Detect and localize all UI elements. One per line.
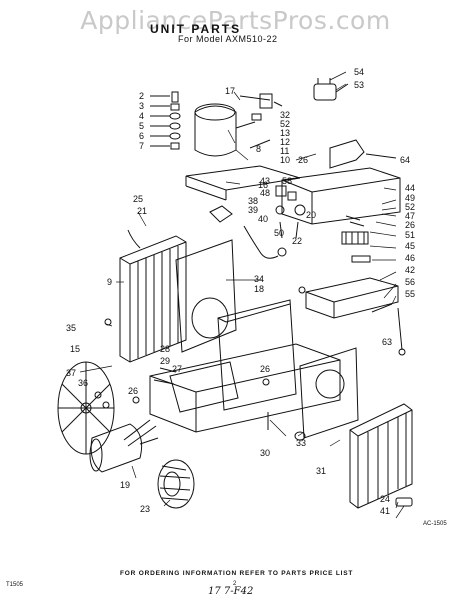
part-label-23: 23 xyxy=(140,504,150,514)
control-box xyxy=(281,167,401,225)
part-label-43: 43 xyxy=(260,176,270,186)
condenser-coil xyxy=(119,229,187,363)
watermark: AppliancePartsPros.com xyxy=(80,6,391,35)
drawing-ref-code: AC-1505 xyxy=(423,521,447,527)
part-label-16: 16 xyxy=(258,180,268,190)
fan-shroud xyxy=(175,239,237,353)
left-code: T1505 xyxy=(6,582,24,588)
part-label-29: 29 xyxy=(160,356,170,366)
part-label-27: 27 xyxy=(172,364,182,374)
evaporator-coil xyxy=(349,403,413,509)
ordering-note: FOR ORDERING INFORMATION REFER TO PARTS … xyxy=(120,570,354,577)
part-label-56: 56 xyxy=(405,277,415,287)
part-label-21: 21 xyxy=(137,206,147,216)
drain-parts xyxy=(371,303,406,356)
misc-hardware xyxy=(94,286,306,441)
part-label-42: 42 xyxy=(405,265,415,275)
upper-tray xyxy=(185,165,301,201)
fastener-stack xyxy=(150,91,181,150)
partition-panel xyxy=(217,299,297,411)
part-label-52: 52 xyxy=(280,119,290,129)
part-label-24: 24 xyxy=(380,494,390,504)
part-label-53: 53 xyxy=(354,80,364,90)
drip-tray xyxy=(305,277,399,319)
thermostat xyxy=(209,205,279,259)
part-label-50: 50 xyxy=(274,228,284,238)
part-label-18: 18 xyxy=(254,284,264,294)
capacitor xyxy=(313,78,349,101)
part-label-2: 2 xyxy=(139,91,144,101)
part-label-64: 64 xyxy=(400,155,410,165)
part-label-49: 49 xyxy=(405,193,415,203)
part-label-26b: 26 xyxy=(405,220,415,230)
part-label-26: 26 xyxy=(298,155,308,165)
part-label-55: 55 xyxy=(405,289,415,299)
part-label-31: 31 xyxy=(316,466,326,476)
part-label-48: 48 xyxy=(260,188,270,198)
part-label-63: 63 xyxy=(382,337,392,347)
leader-lines xyxy=(79,71,405,519)
evaporator-panel xyxy=(299,347,359,439)
part-label-34: 34 xyxy=(254,274,264,284)
terminal-block xyxy=(341,215,371,263)
part-label-38: 38 xyxy=(248,196,258,206)
part-label-30: 30 xyxy=(260,448,270,458)
part-label-35: 35 xyxy=(66,323,76,333)
bracket xyxy=(329,139,397,169)
part-label-3: 3 xyxy=(139,101,144,111)
part-label-17: 17 xyxy=(225,86,235,96)
part-label-9: 9 xyxy=(107,277,112,287)
part-label-54: 54 xyxy=(354,67,364,77)
part-label-5: 5 xyxy=(139,121,144,131)
fan-motor xyxy=(89,419,159,473)
part-label-13: 13 xyxy=(280,128,290,138)
part-label-20: 20 xyxy=(306,210,316,220)
part-label-10: 10 xyxy=(280,155,290,165)
blower-wheel xyxy=(157,459,195,509)
part-number-labels: 2 3 4 5 6 7 17 32 52 13 12 11 10 8 54 53… xyxy=(66,67,415,516)
part-label-22: 22 xyxy=(292,236,302,246)
part-label-28: 28 xyxy=(160,344,170,354)
part-label-41: 41 xyxy=(380,506,390,516)
part-label-19: 19 xyxy=(120,480,130,490)
part-label-25: 25 xyxy=(133,194,143,204)
part-label-40: 40 xyxy=(258,214,268,224)
part-label-52b: 52 xyxy=(405,202,415,212)
part-label-37: 37 xyxy=(66,368,76,378)
part-label-7: 7 xyxy=(139,141,144,151)
part-label-11: 11 xyxy=(280,146,289,156)
fan-blade xyxy=(57,361,115,455)
page-number: 2 xyxy=(233,581,237,587)
part-label-32: 32 xyxy=(280,110,290,120)
base-pan xyxy=(149,343,341,433)
diagram-subtitle: For Model AXM510-22 xyxy=(178,34,278,44)
part-label-58: 58 xyxy=(282,176,292,186)
part-label-12: 12 xyxy=(280,137,290,147)
part-label-26c: 26 xyxy=(128,386,138,396)
filter-clip xyxy=(395,497,413,507)
part-label-4: 4 xyxy=(139,111,144,121)
part-label-44: 44 xyxy=(405,183,415,193)
terminal-parts xyxy=(251,93,283,121)
part-label-33: 33 xyxy=(296,438,306,448)
part-label-15: 15 xyxy=(70,344,80,354)
handwritten-note: 17 7-F42 xyxy=(208,586,254,597)
part-label-46: 46 xyxy=(405,253,415,263)
part-label-51: 51 xyxy=(405,230,415,240)
part-label-45: 45 xyxy=(405,241,415,251)
part-label-26d: 26 xyxy=(260,364,270,374)
part-label-39: 39 xyxy=(248,205,258,215)
part-label-36: 36 xyxy=(78,378,88,388)
diagram-title: UNIT PARTS xyxy=(150,22,242,36)
part-label-47: 47 xyxy=(405,211,415,221)
screws xyxy=(277,221,299,257)
part-label-8: 8 xyxy=(256,144,261,154)
switch-assembly xyxy=(275,185,306,216)
part-label-6: 6 xyxy=(139,131,144,141)
